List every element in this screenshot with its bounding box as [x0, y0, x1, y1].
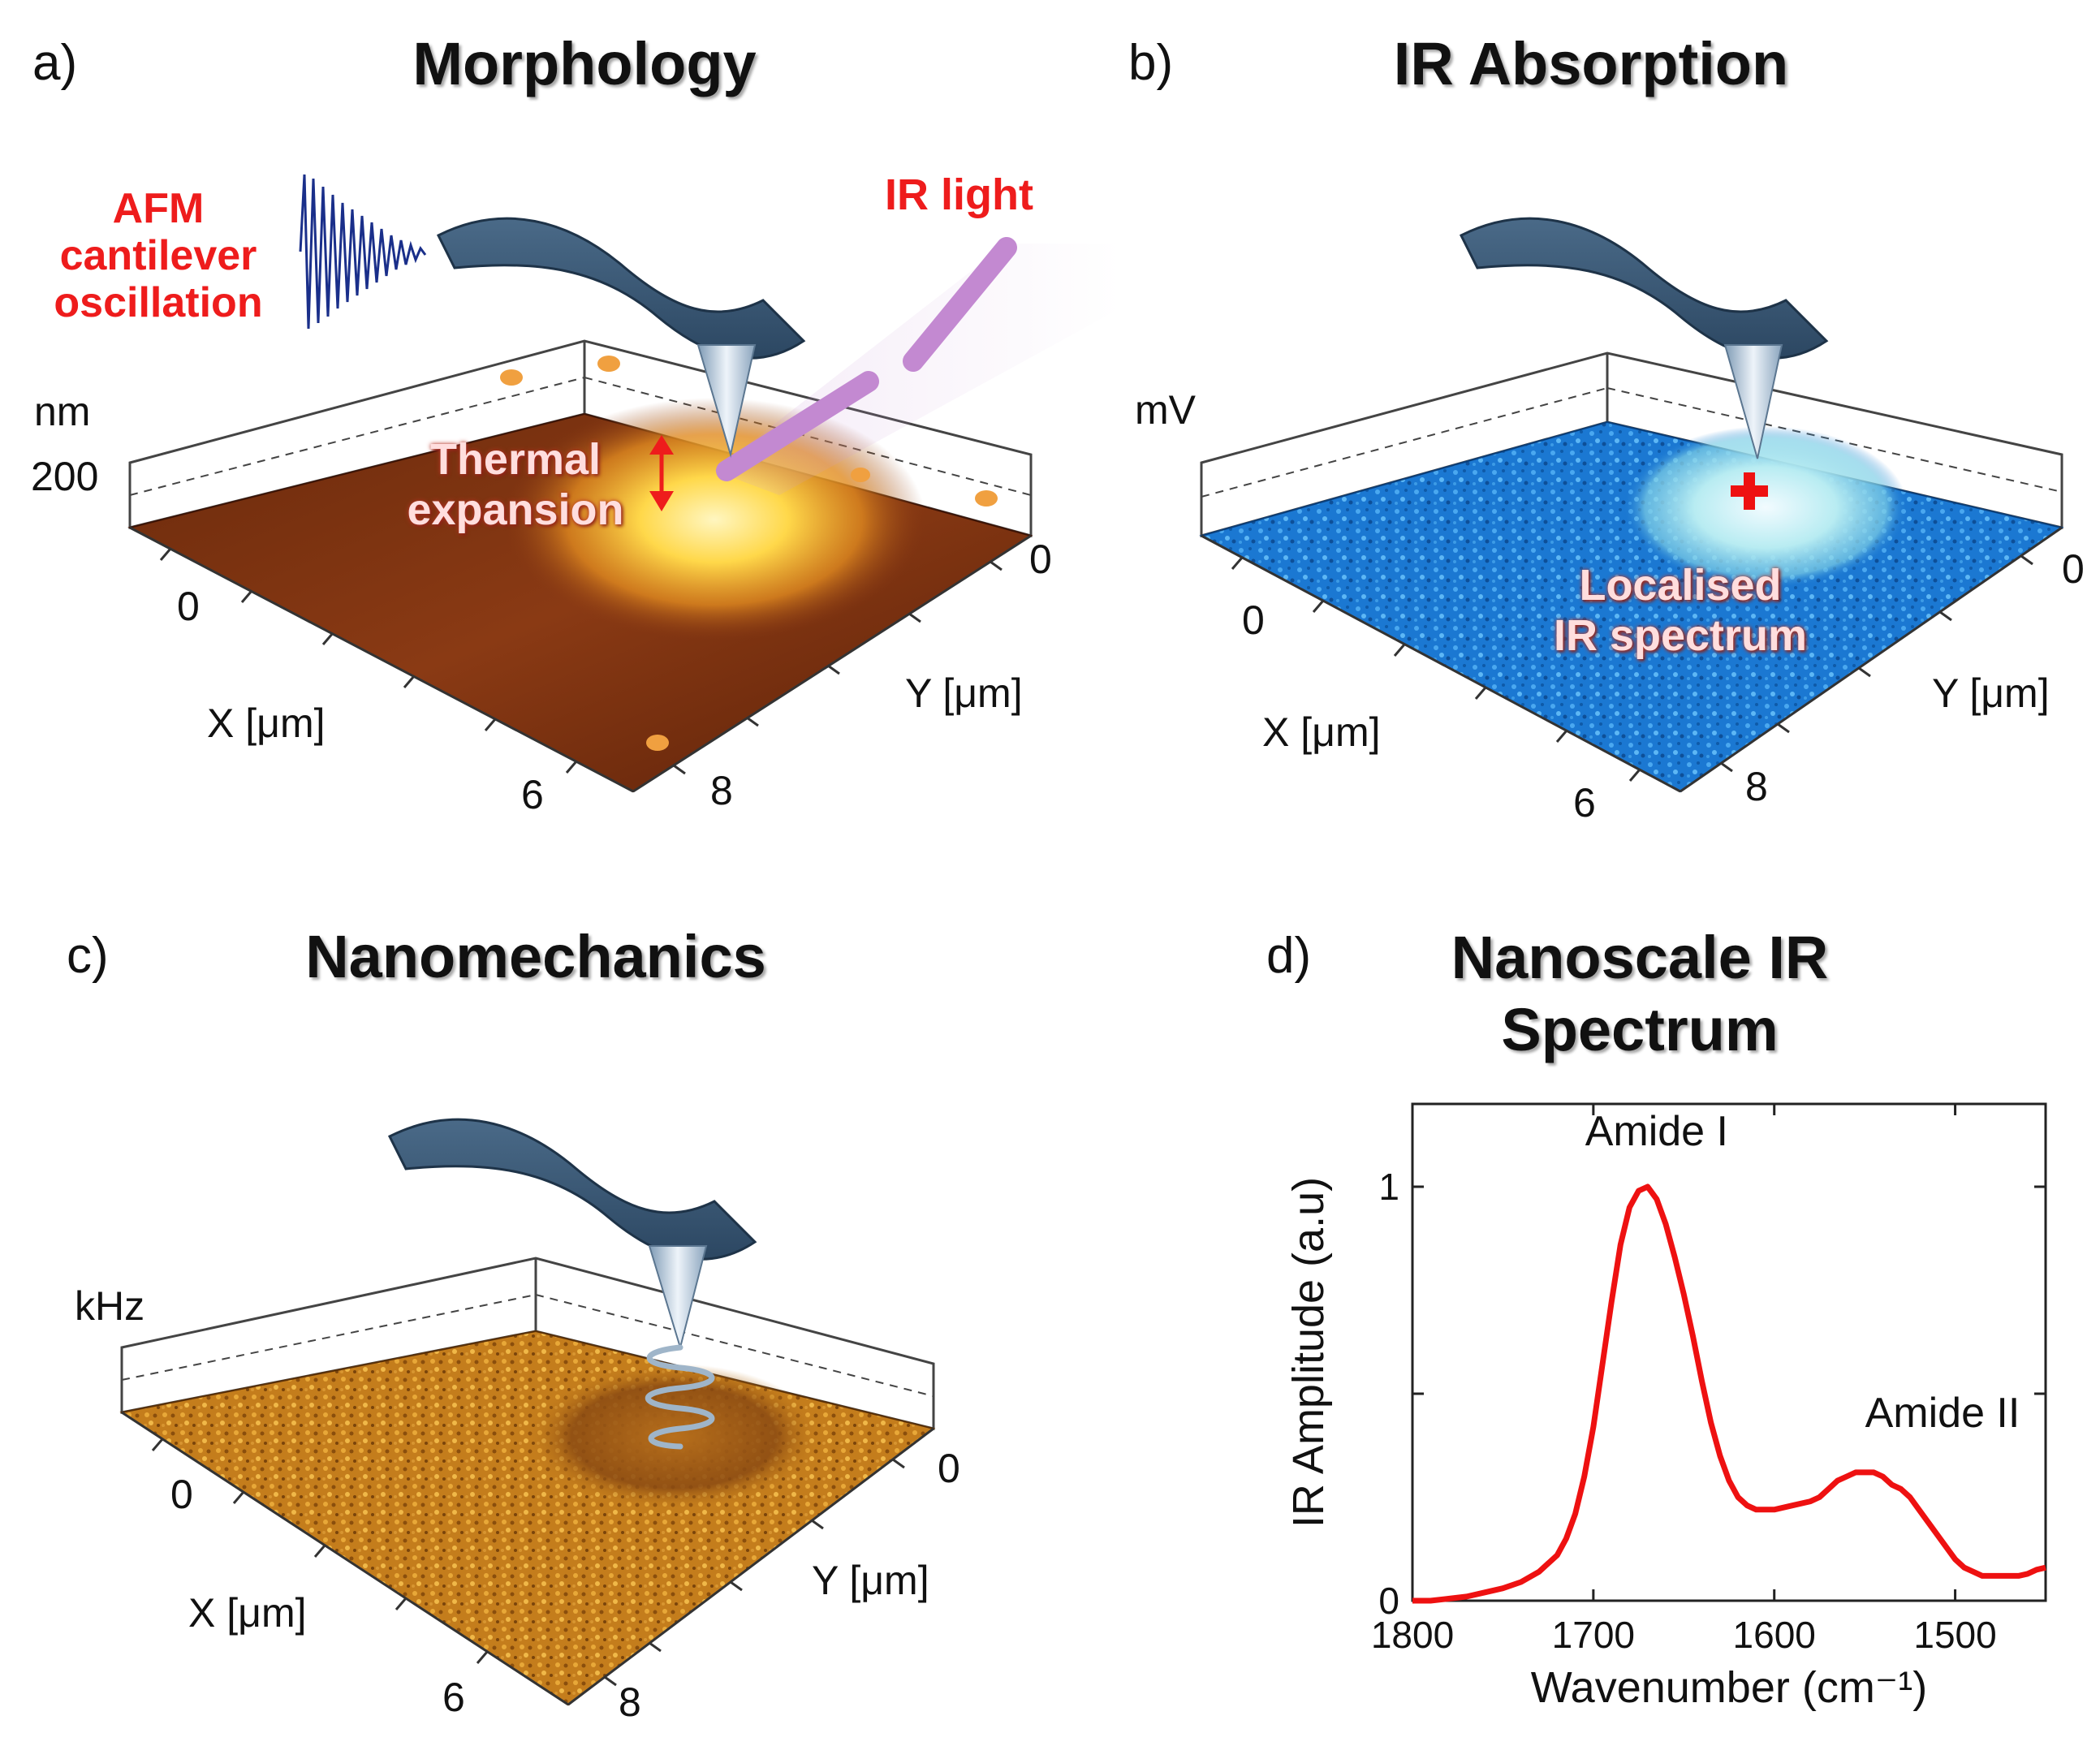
morphology-front-axes — [129, 526, 1032, 793]
x-tick-label: 1600 — [1733, 1614, 1816, 1656]
afm-tip — [696, 344, 757, 458]
thermal-expansion-label: Thermal expansion — [377, 434, 653, 535]
morphology-z-unit: nm — [34, 389, 91, 434]
ir-spectrum-chart: 1800 1700 1600 1500 0 1 Amide I Amide II Waven… — [1284, 1102, 2047, 1712]
afm-tip — [648, 1245, 708, 1351]
nanomechanics-x-tick-0: 0 — [170, 1472, 193, 1517]
nanomechanics-y-tick-0: 0 — [938, 1446, 960, 1491]
measurement-point-cross — [1731, 472, 1768, 510]
nanomechanics-x-label: X [μm] — [188, 1590, 307, 1636]
panel-d-label: d) — [1266, 928, 1312, 984]
nanomechanics-x-ticks — [151, 1438, 489, 1664]
amide-ii-annotation: Amide II — [1865, 1390, 2020, 1437]
cantilever — [1459, 217, 1829, 360]
morphology-y-label: Y [μm] — [905, 670, 1023, 716]
panel-a: a) Morphology — [0, 0, 1120, 860]
cantilever — [436, 217, 806, 360]
panel-d-title-line-1: Nanoscale IR — [1451, 924, 1829, 991]
panel-c-title: Nanomechanics — [305, 923, 766, 990]
morphology-x-tick-0: 0 — [177, 584, 200, 629]
localised-line-1: Localised — [1579, 561, 1782, 610]
panel-a-title: Morphology — [412, 30, 757, 97]
cantilever — [387, 1118, 757, 1261]
panel-b: b) IR Absorption — [1120, 0, 2100, 860]
morphology-3d-plot — [127, 174, 1120, 793]
surface-particles — [500, 356, 998, 751]
nanomechanics-y-label: Y [μm] — [812, 1558, 929, 1603]
y-tick-label: 1 — [1378, 1166, 1399, 1208]
nanomechanics-3d-plot — [119, 1118, 936, 1706]
panel-d-title: Nanoscale IR Spectrum — [1429, 922, 1851, 1067]
localised-ir-spectrum-label: Localised IR spectrum — [1502, 560, 1859, 661]
spectrum-series — [1412, 1183, 2046, 1604]
x-tick-label: 1700 — [1552, 1614, 1635, 1656]
spectrum-axes-frame — [1411, 1102, 2047, 1602]
localised-line-2: IR spectrum — [1553, 611, 1808, 661]
panel-b-title: IR Absorption — [1393, 30, 1789, 97]
ir-absorption-x-ticks — [1231, 557, 1641, 782]
spectrum-tick-labels: 1800 1700 1600 1500 0 1 — [1371, 1166, 1997, 1656]
nanomechanics-y-tick-8: 8 — [619, 1679, 641, 1725]
ir-light-label: IR light — [885, 170, 1033, 219]
ir-light-beam-segment-lower — [716, 371, 879, 481]
afm-line-3: oscillation — [54, 279, 263, 327]
morphology-y-tick-8: 8 — [710, 768, 733, 813]
nanomechanics-z-unit: kHz — [75, 1283, 145, 1329]
afm-oscillation-waveform — [299, 174, 427, 330]
panel-b-label: b) — [1128, 35, 1174, 91]
x-tick-label: 1800 — [1371, 1614, 1454, 1656]
ir-absorption-z-unit: mV — [1135, 387, 1196, 433]
y-tick-label: 0 — [1378, 1580, 1399, 1622]
nanomechanics-x-tick-6: 6 — [442, 1675, 465, 1720]
panel-d: d) Nanoscale IR Spectrum 1800 1700 1600 150… — [1120, 893, 2100, 1746]
thermal-expansion-arrow — [649, 435, 674, 511]
spectrum-annotations: Amide I Amide II — [1585, 1108, 2020, 1437]
spectrum-y-axis-title: IR Amplitude (a.u) — [1284, 1177, 1333, 1528]
panel-a-label: a) — [32, 35, 78, 91]
nanomechanics-front-axes — [121, 1411, 934, 1706]
ir-absorption-x-tick-6: 6 — [1573, 780, 1596, 826]
panel-d-title-line-2: Spectrum — [1501, 995, 1779, 1063]
ir-absorption-front-axes — [1201, 526, 2063, 793]
nanomechanics-y-ticks — [604, 1458, 905, 1687]
amide-i-annotation: Amide I — [1585, 1108, 1728, 1155]
nanomechanics-feature — [528, 1364, 820, 1510]
afm-tip — [1723, 344, 1783, 459]
afm-line-1: AFM — [112, 185, 205, 232]
panel-c: c) Nanomechanics — [0, 893, 1120, 1746]
morphology-z-tick: 200 — [31, 454, 99, 499]
morphology-x-ticks — [159, 548, 578, 774]
morphology-x-tick-6: 6 — [521, 772, 544, 817]
ir-absorption-y-label: Y [μm] — [1932, 670, 2050, 716]
spectrum-plot-box — [1411, 1102, 2047, 1602]
ir-absorption-x-tick-0: 0 — [1242, 597, 1265, 643]
spectrum-line — [1412, 1183, 2046, 1604]
x-tick-label: 1500 — [1913, 1614, 1996, 1656]
morphology-y-tick-0: 0 — [1029, 537, 1052, 582]
ir-light-beam-segment-upper — [903, 237, 1017, 372]
spectrum-axis-titles: Wavenumber (cm⁻¹) IR Amplitude (a.u) — [1284, 1177, 1927, 1712]
ir-absorption-3d-plot — [1199, 217, 2064, 793]
spectrum-x-axis-title: Wavenumber (cm⁻¹) — [1531, 1663, 1928, 1712]
thermal-line-2: expansion — [407, 485, 624, 535]
spectrum-ticks — [1411, 1104, 2046, 1602]
ir-absorption-y-ticks — [1720, 554, 2033, 773]
afm-line-2: cantilever — [59, 232, 257, 280]
afm-cantilever-oscillation-label: AFM cantilever oscillation — [24, 185, 292, 327]
ir-absorption-x-label: X [μm] — [1262, 709, 1381, 755]
morphology-x-label: X [μm] — [207, 701, 326, 746]
ir-absorption-y-tick-0: 0 — [2062, 546, 2085, 592]
localised-absorption-hotspot — [1624, 426, 1908, 588]
panel-c-label: c) — [67, 928, 109, 984]
thermal-line-1: Thermal — [429, 435, 602, 484]
ir-absorption-y-tick-8: 8 — [1745, 764, 1768, 809]
morphology-y-ticks — [673, 560, 1003, 775]
spring-icon — [645, 1344, 715, 1450]
